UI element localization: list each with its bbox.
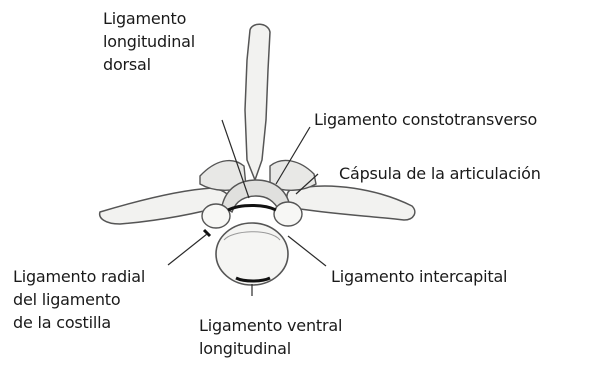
right-rib-head <box>274 202 302 226</box>
left-rib-head <box>202 204 230 228</box>
intercapital-ligament <box>228 206 276 211</box>
vertebral-body <box>216 223 288 285</box>
leader-radial <box>168 234 207 265</box>
label-ventral-longitudinal-ligament: Ligamento ventral longitudinal <box>199 314 342 360</box>
leader-intercapital <box>288 236 326 266</box>
label-dorsal-longitudinal-ligament: Ligamento longitudinal dorsal <box>103 7 195 76</box>
label-intercapital-ligament: Ligamento intercapital <box>331 265 507 288</box>
spinous-process <box>245 24 270 180</box>
right-rib <box>287 186 415 220</box>
label-joint-capsule: Cápsula de la articulación <box>339 162 541 185</box>
label-radial-ligament: Ligamento radial del ligamento de la cos… <box>13 265 145 334</box>
label-costotransverse-ligament: Ligamento constotransverso <box>314 108 537 131</box>
